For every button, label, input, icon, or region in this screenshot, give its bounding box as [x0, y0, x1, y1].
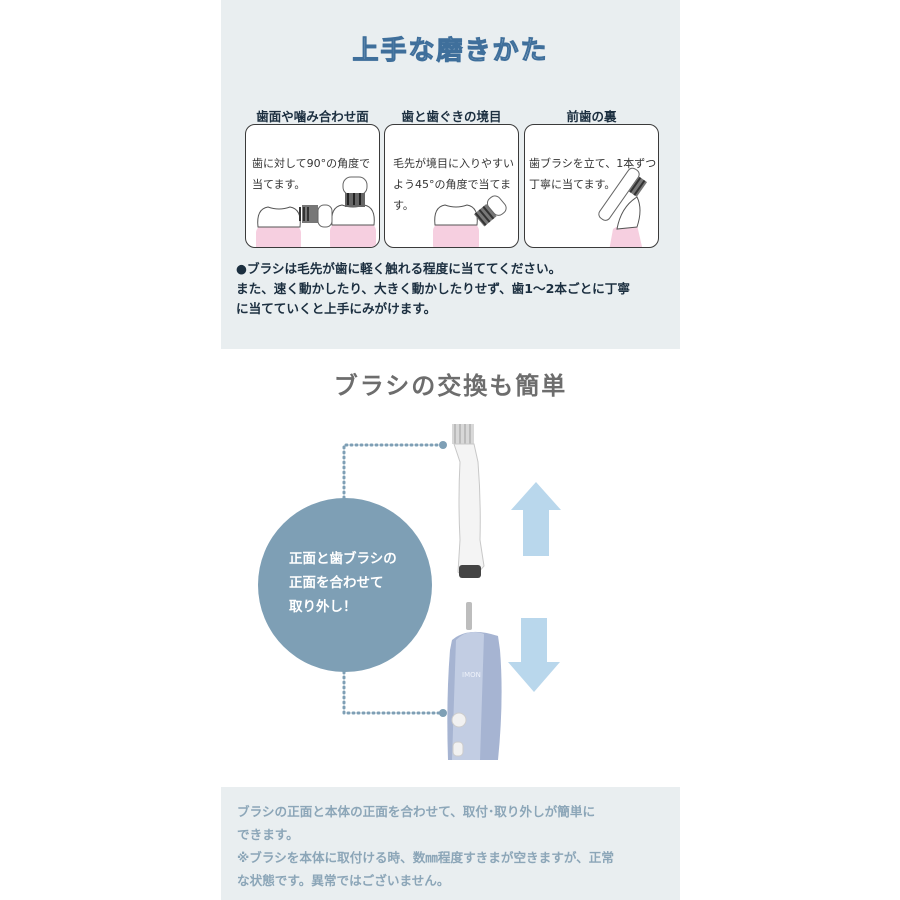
note-line: ブラシの正面と本体の正面を合わせて、取付･取り外しが簡単に	[237, 804, 596, 819]
tooth-brush-90deg-illustration	[256, 176, 376, 247]
replacement-note-panel: ブラシの正面と本体の正面を合わせて、取付･取り外しが簡単に できます。 ※ブラシ…	[221, 787, 680, 900]
brush-replacement-title: ブラシの交換も簡単	[333, 372, 568, 400]
handle-brand-logo: IMON	[462, 671, 481, 679]
instruction-circle-text: 正面と歯ブラシの 正面を合わせて 取り外し！	[289, 547, 429, 619]
card-front-teeth-back: 歯ブラシを立て、1本ずつ丁寧に当てます。	[524, 124, 659, 248]
card-chewing-surface: 歯に対して90°の角度で当てます。	[245, 124, 380, 248]
note-line: できます。	[237, 827, 299, 842]
note-line: な状態です。異常ではございません。	[237, 873, 450, 888]
circle-line: 正面を合わせて	[289, 575, 384, 591]
tip-line: に当てていくと上手にみがけます。	[236, 301, 437, 316]
replacement-note: ブラシの正面と本体の正面を合わせて、取付･取り外しが簡単に できます。 ※ブラシ…	[237, 800, 677, 892]
card-text: 毛先が境目に入りやすいよう45°の角度で当てます。	[393, 157, 514, 212]
card-text: 歯に対して90°の角度で当てます。	[252, 157, 371, 191]
circle-line: 取り外し！	[289, 599, 357, 615]
front-teeth-brush-illustration	[598, 167, 648, 247]
brushing-tip: ●ブラシは毛先が歯に軽く触れる程度に当ててください。 また、速く動かしたり、大き…	[236, 259, 676, 319]
note-line: ※ブラシを本体に取付ける時、数㎜程度すきまが空きますが、正常	[237, 850, 614, 865]
tip-line: ●ブラシは毛先が歯に軽く触れる程度に当ててください。	[236, 261, 562, 276]
card-heading-chewing-surface: 歯面や噛み合わせ面	[256, 109, 369, 124]
tooth-brush-45deg-illustration	[433, 195, 507, 247]
down-arrow-icon	[508, 618, 560, 692]
card-gumline: 毛先が境目に入りやすいよう45°の角度で当てます。	[384, 124, 519, 248]
brushing-guide-title: 上手な磨きかた	[352, 36, 549, 67]
up-arrow-icon	[511, 482, 561, 556]
brushing-guide-panel: 上手な磨きかた 歯面や噛み合わせ面 歯に対して90°の角度で当てます。 歯と歯ぐ…	[221, 0, 680, 349]
card-heading-gumline: 歯と歯ぐきの境目	[401, 109, 502, 124]
card-heading-front-teeth-back: 前歯の裏	[566, 109, 617, 124]
card-text: 歯ブラシを立て、1本ずつ丁寧に当てます。	[529, 157, 657, 191]
circle-line: 正面と歯ブラシの	[289, 551, 397, 567]
handle-illustration	[447, 602, 502, 760]
brush-head-illustration	[452, 424, 485, 578]
instruction-circle	[258, 498, 432, 672]
tip-line: また、速く動かしたり、大きく動かしたりせず、歯1～2本ごとに丁寧	[236, 281, 630, 296]
